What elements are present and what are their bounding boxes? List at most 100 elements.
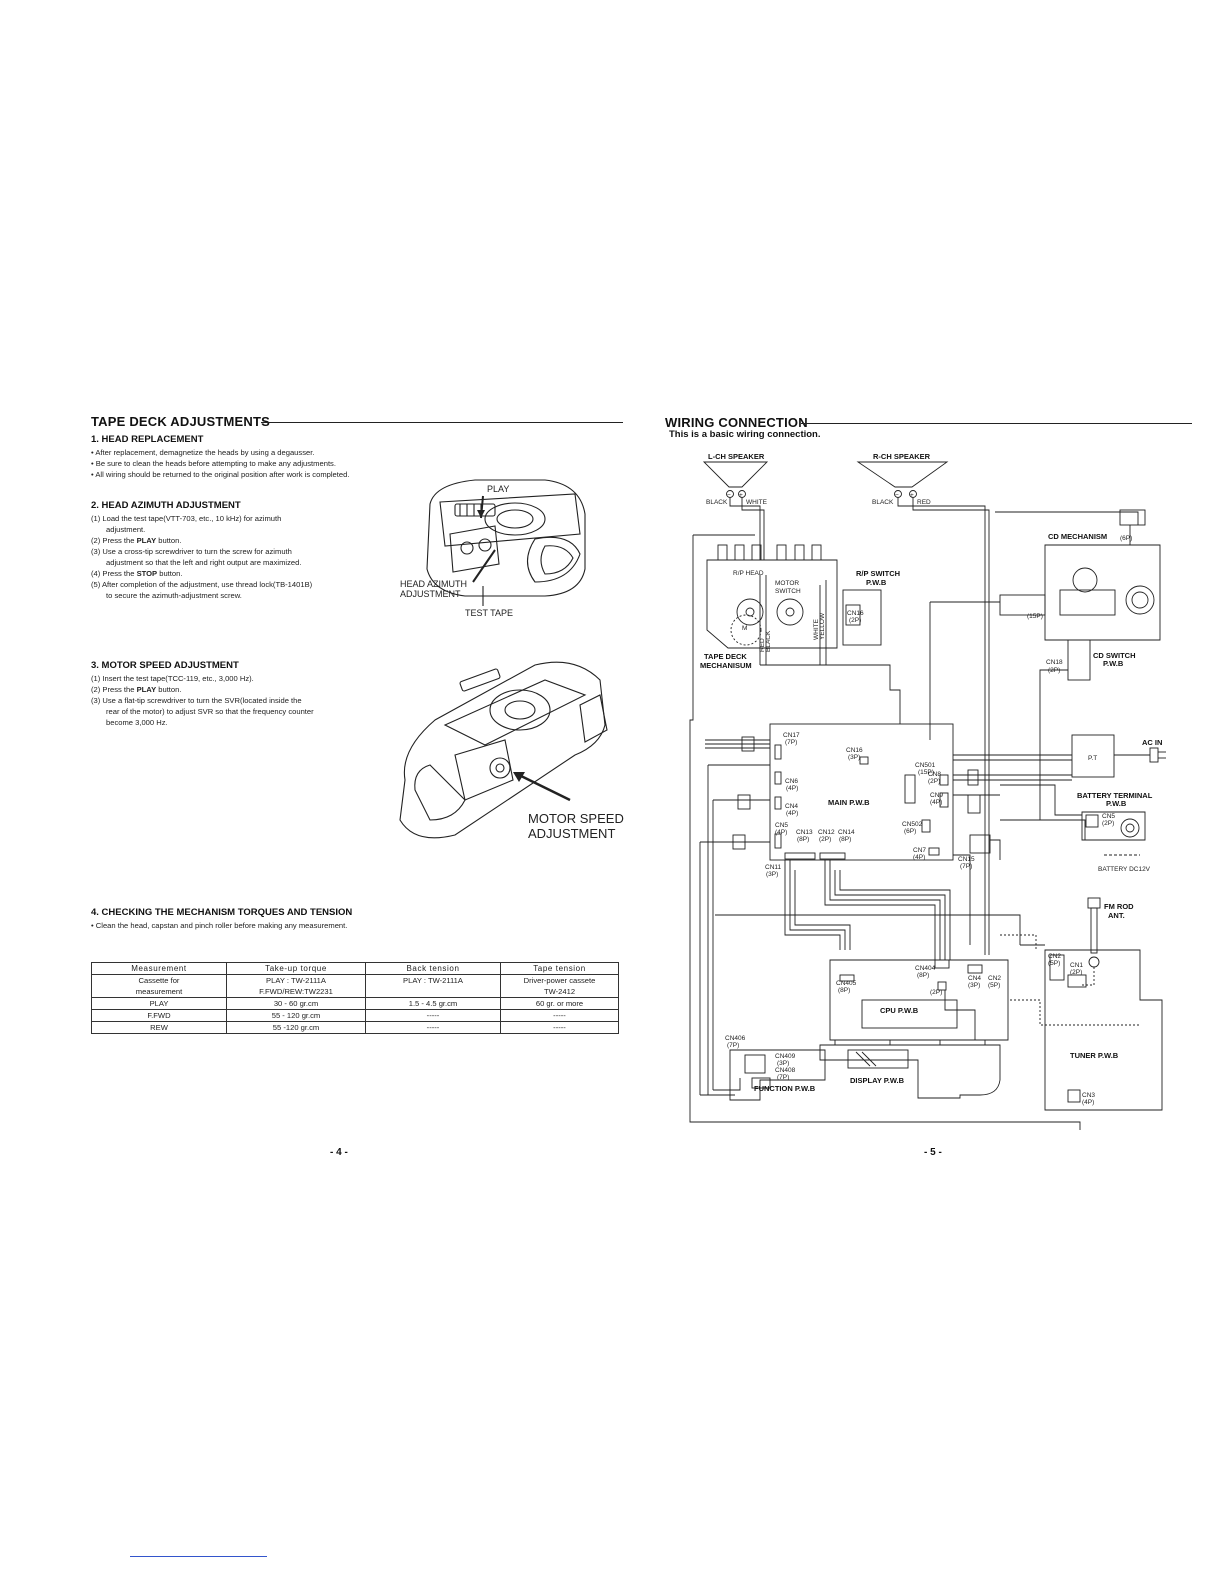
rp-switch-label: R/P SWITCH [856, 569, 900, 578]
rp-head-label: R/P HEAD [733, 570, 764, 577]
motor-speed-fig-label: MOTOR SPEED [528, 811, 624, 826]
table-cell: 60 gr. or more [500, 997, 619, 1010]
play-fig-label: PLAY [487, 484, 510, 494]
col-measurement: Measurement [91, 962, 227, 975]
cn2b-pins: (5P) [988, 982, 1000, 989]
cn16b-label: CN16 [846, 747, 863, 754]
cn14-pins: (8P) [839, 836, 851, 843]
table-cell: 55 - 120 gr.cm [226, 1009, 366, 1022]
motor-label: MOTOR [775, 580, 799, 587]
cn14-label: CN14 [838, 829, 855, 836]
test-tape-fig-label: TEST TAPE [465, 608, 514, 618]
switch-label: SWITCH [775, 588, 801, 595]
cpu-pwb-label: CPU P.W.B [880, 1006, 919, 1015]
ac-in-label: AC IN [1142, 738, 1162, 747]
step-text: (2) Press the PLAY button. [91, 535, 361, 546]
battery-terminal-pwb-label: P.W.B [1106, 799, 1127, 808]
head-replacement-heading: 1. HEAD REPLACEMENT [91, 434, 204, 445]
cn6-label: CN6 [785, 778, 798, 785]
cn4-label: CN4 [785, 803, 798, 810]
cn8-label: CN8 [928, 771, 941, 778]
table-cell: PLAY : TW-2111A [226, 974, 366, 986]
table-cell: ----- [500, 1021, 619, 1034]
table-cell: 55 -120 gr.cm [226, 1021, 366, 1034]
cd-mechanism-label: CD MECHANISM [1048, 532, 1107, 541]
cn12-pins: (2P) [819, 836, 831, 843]
left-page-number: - 4 - [330, 1147, 348, 1158]
speaker-plus: + [910, 492, 914, 499]
footer-rule [130, 1556, 267, 1557]
cn17-label: CN17 [783, 732, 800, 739]
table-cell: REW [91, 1021, 227, 1034]
cn1-label: CN1 [1070, 962, 1083, 969]
step-part: (4) Press the [91, 569, 137, 578]
cn409-label: CN409 [775, 1053, 796, 1060]
adjustment-fig-label: ADJUSTMENT [400, 589, 461, 599]
cn15-pins: (7P) [960, 863, 972, 870]
black-label: BLACK [706, 499, 728, 506]
step-text: (3) Use a flat-tip screwdriver to turn t… [91, 696, 302, 705]
red-wire-label: RED [759, 638, 766, 652]
motor-speed-figure [399, 661, 608, 839]
table-row: measurement F.FWD/REW:TW2231 TW-2412 [91, 986, 619, 998]
battery-label: BATTERY DC12V [1098, 866, 1151, 873]
white-wire-label: WHITE [813, 618, 820, 640]
black-label: BLACK [872, 499, 894, 506]
step-part: (2) Press the [91, 536, 137, 545]
cn405-label: CN405 [836, 980, 857, 987]
cn2b-label: CN2 [988, 975, 1001, 982]
table-cell: ----- [365, 1021, 501, 1034]
cn5b-pins: (2P) [1102, 820, 1114, 827]
cn7-label: CN7 [913, 847, 926, 854]
cn11-label: CN11 [765, 864, 782, 871]
wiring-diagram: − + − + L-CH SPEAKER R-CH SPEAKER BLACK … [689, 452, 1166, 1130]
col-back: Back tension [365, 962, 501, 975]
table-cell: Driver-power cassete [500, 974, 619, 986]
cn16-pins: (2P) [849, 617, 861, 624]
table-cell: F.FWD [91, 1009, 227, 1022]
cn2-pins: (5P) [1048, 960, 1060, 967]
col-tape: Tape tension [500, 962, 619, 975]
step-part: button. [156, 536, 182, 545]
torque-table: Measurement Take-up torque Back tension … [91, 962, 619, 1034]
cn11-pins: (3P) [766, 871, 778, 878]
cn405-pins: (8P) [838, 987, 850, 994]
step-text: (5) After completion of the adjustment, … [91, 580, 313, 589]
yellow-wire-label: YELLOW [819, 612, 826, 640]
step-text: (2) Press the PLAY button. [91, 684, 356, 695]
motor-speed-steps: (1) Insert the test tape(TCC-119, etc., … [91, 673, 356, 728]
head-azimuth-fig-label: HEAD AZIMUTH [400, 579, 468, 589]
cn501-label: CN501 [915, 762, 936, 769]
bullet-text: • After replacement, demagnetize the hea… [91, 448, 315, 457]
cn12-label: CN12 [818, 829, 835, 836]
cn13-pins: (8P) [797, 836, 809, 843]
play-keyword: PLAY [136, 685, 157, 694]
cn9-label: CN9 [930, 792, 943, 799]
step-part: button. [156, 685, 182, 694]
table-cell: measurement [91, 986, 227, 998]
table-cell: 30 - 60 gr.cm [226, 997, 366, 1010]
step-text: to secure the azimuth-adjustment screw. [106, 591, 242, 600]
step-part: (2) Press the [91, 685, 137, 694]
step-text: (4) Press the STOP button. [91, 568, 361, 579]
head-azimuth-steps: (1) Load the test tape(VTT-703, etc., 10… [91, 513, 361, 601]
cd-15p-label: (15P) [1027, 613, 1043, 620]
bullet-text: • All wiring should be returned to the o… [91, 470, 350, 479]
step-text: (1) Insert the test tape(TCC-119, etc., … [91, 674, 254, 683]
table-header-row: Measurement Take-up torque Back tension … [91, 962, 619, 975]
display-pwb-label: DISPLAY P.W.B [850, 1076, 905, 1085]
table-cell: ----- [365, 1009, 501, 1022]
cn16b-pins: (3P) [848, 754, 860, 761]
right-page-number: - 5 - [924, 1147, 942, 1158]
cn18-pins: (2P) [1048, 667, 1060, 674]
step-text: (1) Load the test tape(VTT-703, etc., 10… [91, 514, 282, 523]
cn2-label: CN2 [1048, 953, 1061, 960]
cn7-pins: (4P) [913, 854, 925, 861]
cn5b-label: CN5 [1102, 813, 1115, 820]
cn501-pins: (15P) [918, 769, 934, 776]
cn502-pins: (6P) [904, 828, 916, 835]
function-pwb-label: FUNCTION P.W.B [754, 1084, 816, 1093]
torque-check-heading: 4. CHECKING THE MECHANISM TORQUES AND TE… [91, 907, 353, 918]
stop-keyword: STOP [136, 569, 158, 578]
table-cell: PLAY : TW-2111A [365, 974, 501, 986]
